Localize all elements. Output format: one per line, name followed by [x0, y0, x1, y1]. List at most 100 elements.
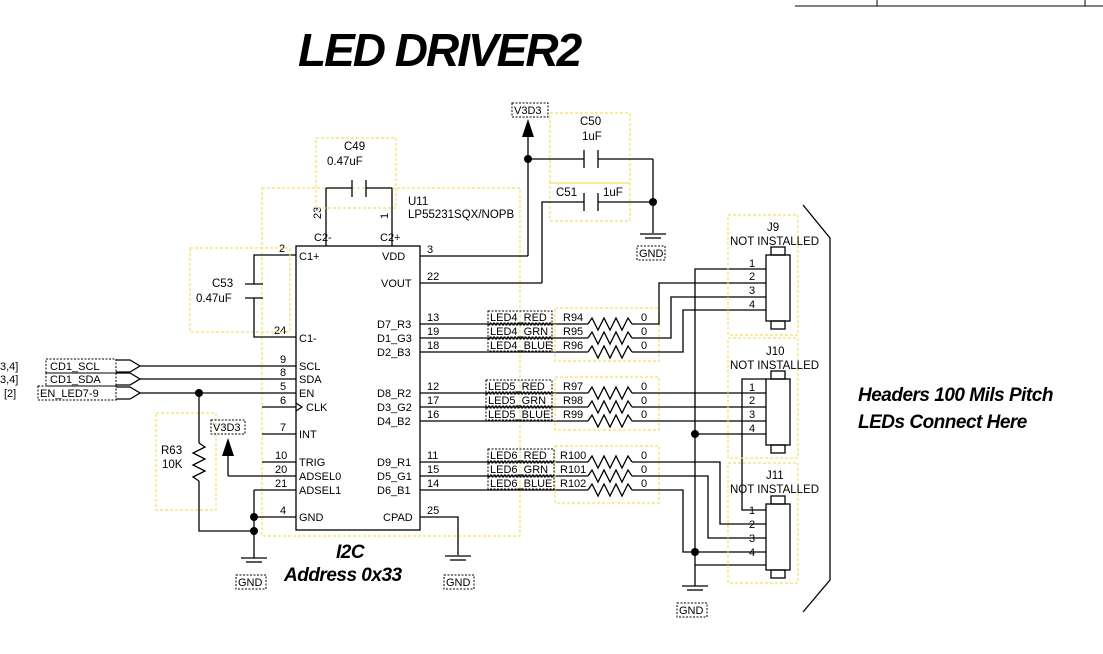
- offpage-ref-en: [2]: [4, 388, 16, 400]
- j10-pin4: 4: [749, 423, 755, 435]
- r100-ref: R100: [560, 450, 586, 462]
- j11-pin2: 2: [749, 519, 755, 531]
- r96-ref: R96: [563, 340, 583, 352]
- led-resistor-group-4[interactable]: LED4_RED LED4_GRN LED4_BLUE R94 R95 R96 …: [487, 307, 660, 362]
- pin-num-25: 25: [427, 505, 439, 517]
- pin-num-17: 17: [427, 395, 439, 407]
- capacitor-c51[interactable]: C51 1uF: [541, 182, 657, 283]
- capacitor-c50[interactable]: C50 1uF: [528, 112, 654, 233]
- pin-name-adsel1: ADSEL1: [299, 485, 341, 497]
- offpage-net-en: EN_LED7-9: [40, 388, 99, 400]
- gnd-cpad: GND: [443, 555, 475, 590]
- r94-ref: R94: [563, 312, 583, 324]
- r94-value: 0: [641, 312, 647, 324]
- pin-name-d9r1: D9_R1: [377, 457, 411, 469]
- c49-ref: C49: [344, 141, 365, 153]
- gnd-caps-label: GND: [639, 248, 664, 260]
- j9-pin1: 1: [749, 258, 755, 270]
- pin-num-12: 12: [427, 381, 439, 393]
- pin-num-2: 2: [279, 243, 285, 255]
- header-note-line1: Headers 100 Mils Pitch: [858, 385, 1053, 406]
- pin-num-13: 13: [427, 312, 439, 324]
- pin-num-24: 24: [274, 325, 286, 337]
- pin-name-en: EN: [299, 388, 314, 400]
- pin-num-10: 10: [275, 450, 287, 462]
- j11-pin1: 1: [749, 505, 755, 517]
- j11-ref: J11: [766, 470, 784, 482]
- ic-u11-part: LP55231SQX/NOPB: [408, 209, 514, 221]
- pin-name-adsel0: ADSEL0: [299, 471, 341, 483]
- pin-name-d1g3: D1_G3: [377, 333, 412, 345]
- header-note-line2: LEDs Connect Here: [858, 412, 1028, 433]
- ic-u11-ref: U11: [408, 196, 428, 208]
- pin-num-15: 15: [427, 464, 439, 476]
- net-led5-grn: LED5_GRN: [488, 395, 546, 407]
- net-led6-red: LED6_RED: [490, 450, 547, 462]
- r99-ref: R99: [563, 409, 583, 421]
- pin-num-8: 8: [280, 367, 286, 379]
- pin-num-7: 7: [280, 422, 286, 434]
- header-j9[interactable]: J9 NOT INSTALLED 1 2 3 4: [727, 214, 819, 336]
- pin-num-1: 1: [379, 213, 391, 219]
- pin-name-clk: CLK: [306, 402, 328, 414]
- i2c-note-line2: Address 0x33: [283, 565, 403, 586]
- capacitor-c53[interactable]: C53 0.47uF: [189, 247, 291, 338]
- r101-ref: R101: [560, 464, 586, 476]
- pin-name-d6b1: D6_B1: [377, 485, 411, 497]
- j10-ref: J10: [766, 346, 785, 358]
- c51-ref: C51: [556, 187, 577, 199]
- capacitor-c49[interactable]: C49 0.47uF: [315, 137, 397, 209]
- pin-num-22: 22: [427, 271, 439, 283]
- led-resistor-group-5[interactable]: LED5_RED LED5_GRN LED5_BLUE R97 R98 R99 …: [485, 376, 660, 431]
- header-bracket: [802, 204, 831, 613]
- c50-ref: C50: [580, 116, 601, 128]
- offpage-ref-sda: 3,4]: [0, 374, 18, 386]
- r102-ref: R102: [560, 478, 586, 490]
- r95-value: 0: [641, 326, 647, 338]
- j9-ref: J9: [767, 222, 779, 234]
- r100-value: 0: [641, 450, 647, 462]
- j11-pin3: 3: [749, 533, 755, 545]
- pin-name-int: INT: [299, 429, 317, 441]
- ic-u11[interactable]: U11 LP55231SQX/NOPB 23 1 C2- C2+ 2 C1+ 2…: [140, 187, 588, 555]
- c51-value: 1uF: [603, 187, 623, 199]
- pin-num-6: 6: [280, 395, 286, 407]
- j9-status: NOT INSTALLED: [730, 236, 819, 248]
- gnd-symbol-caps: GND: [636, 233, 666, 261]
- pin-num-9: 9: [280, 354, 286, 366]
- gnd-net-left: GND: [235, 490, 267, 590]
- pin-name-vout: VOUT: [381, 278, 412, 290]
- c49-value: 0.47uF: [327, 156, 363, 168]
- net-led4-grn: LED4_GRN: [490, 326, 548, 338]
- r101-value: 0: [641, 464, 647, 476]
- pin-name-trig: TRIG: [299, 457, 325, 469]
- pin-num-18: 18: [427, 340, 439, 352]
- led-resistor-group-6[interactable]: LED6_RED LED6_GRN LED6_BLUE R100 R101 R1…: [487, 445, 660, 504]
- j10-status: NOT INSTALLED: [730, 360, 819, 372]
- page-title: LED DRIVER2: [298, 24, 583, 76]
- pin-num-14: 14: [427, 478, 439, 490]
- pin-name-gnd: GND: [299, 512, 324, 524]
- ic-u11-body: [295, 245, 421, 531]
- r99-value: 0: [641, 409, 647, 421]
- r98-ref: R98: [563, 395, 583, 407]
- header-wiring: GND: [632, 268, 766, 618]
- pin-num-21: 21: [275, 478, 287, 490]
- gnd-header-label: GND: [679, 605, 704, 617]
- power-v3d3-top: V3D3: [511, 102, 549, 256]
- pin-name-vdd: VDD: [382, 251, 405, 263]
- header-j11[interactable]: J11 NOT INSTALLED 1 2 3 4: [727, 462, 819, 584]
- gnd-left-label: GND: [238, 577, 263, 589]
- pin-num-4: 4: [280, 505, 286, 517]
- header-j10[interactable]: J10 NOT INSTALLED 1 2 3 4: [727, 337, 819, 459]
- net-led6-blue: LED6_BLUE: [490, 478, 552, 490]
- resistor-r63[interactable]: R63 10K: [155, 393, 254, 532]
- pin-name-c1plus: C1+: [299, 251, 320, 263]
- pin-name-c1minus: C1-: [299, 333, 317, 345]
- r97-value: 0: [641, 381, 647, 393]
- offpage-connectors: 3,4] 3,4] [2] CD1_SCL CD1_SDA EN_LED7-9: [0, 358, 203, 401]
- pin-name-c2minus: C2-: [314, 232, 332, 244]
- v3d3-top-label: V3D3: [514, 105, 542, 117]
- j9-pin3: 3: [749, 285, 755, 297]
